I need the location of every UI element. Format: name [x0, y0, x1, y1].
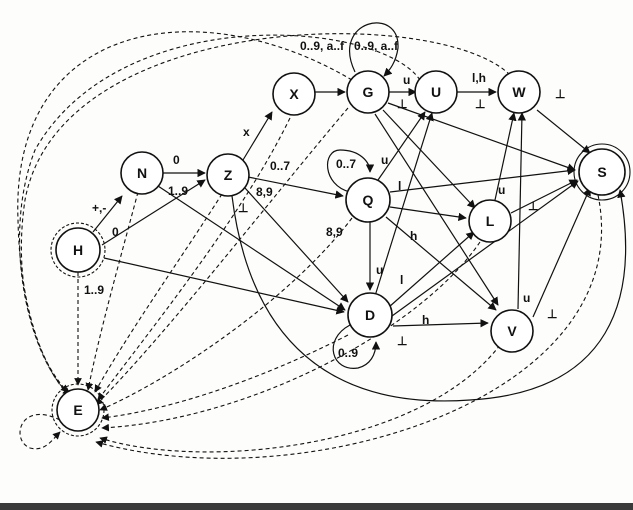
label-q-d-u: u — [376, 263, 383, 277]
label-z-e: ⊥ — [238, 201, 248, 215]
edge-q-q — [327, 149, 375, 193]
edge-n-d — [157, 185, 346, 311]
edge-l-s — [510, 179, 578, 214]
edge-z-q — [247, 176, 344, 199]
edge-h-z — [101, 179, 206, 246]
edge-v-w — [517, 112, 527, 310]
label-q-u: u — [381, 153, 388, 167]
edge-g-l — [382, 109, 476, 209]
label-h-n: +,- — [92, 201, 106, 215]
edge-g-g — [349, 22, 399, 77]
label-l-w: u — [498, 183, 505, 197]
label-n-z: 0 — [173, 153, 180, 167]
label-n-d: 1..9 — [168, 184, 188, 198]
edge-error-u — [19, 34, 421, 396]
state-d-label: D — [365, 307, 375, 323]
state-e-label: E — [73, 402, 82, 418]
state-nodes: H N Z X G U W S — [50, 70, 631, 437]
label-d-v: h — [422, 313, 429, 327]
label-z-d: 8,9 — [256, 185, 273, 199]
edge-d-u — [374, 112, 434, 297]
label-q-q: 0..7 — [336, 157, 356, 171]
edge-g-v — [374, 113, 499, 306]
label-u-bot: ⊥ — [475, 97, 485, 111]
label-g-g: 0..9, a..f — [354, 39, 399, 53]
label-z-x: x — [243, 125, 250, 139]
error-edges — [17, 31, 602, 459]
state-l-label: L — [486, 213, 495, 229]
state-n: N — [120, 151, 164, 195]
state-x: X — [272, 72, 316, 116]
label-q-s: l — [398, 179, 401, 193]
state-w: W — [497, 70, 541, 114]
state-z-label: Z — [224, 167, 233, 183]
edge-labels: +,- 0 1..9 0 1..9 x 0..7 8,9 ⊥ 0..9, a..… — [84, 39, 565, 360]
state-l: L — [468, 199, 512, 243]
edge-error-v — [99, 344, 501, 453]
edge-error-self — [19, 413, 61, 450]
edge-z-d — [244, 187, 349, 303]
edge-error-x — [97, 117, 291, 401]
label-d-bot: ⊥ — [397, 334, 407, 348]
edge-error-n — [85, 191, 139, 391]
edge-z-s — [231, 189, 627, 402]
state-n-label: N — [137, 165, 147, 181]
edge-error-q — [99, 217, 353, 411]
label-w-s: ⊥ — [555, 87, 565, 101]
state-g: G — [346, 70, 390, 114]
label-q-d-89: 8,9 — [326, 225, 343, 239]
label-u-w: l,h — [472, 71, 486, 85]
edge-d-s — [391, 180, 579, 317]
label-d-d: 0..9 — [338, 346, 358, 360]
state-q-label: Q — [363, 192, 374, 208]
transition-edges — [92, 22, 627, 402]
label-h-d: 1..9 — [84, 283, 104, 297]
state-d: D — [347, 292, 393, 338]
edge-error-d — [101, 334, 349, 422]
state-w-label: W — [512, 84, 526, 100]
edge-d-v — [392, 319, 489, 328]
edge-h-d — [103, 257, 345, 315]
state-h-label: H — [73, 242, 83, 258]
label-g-bot: ⊥ — [397, 97, 407, 111]
edge-error-g2 — [95, 107, 349, 406]
edge-d-d — [332, 324, 381, 369]
label-g-u: u — [403, 73, 410, 87]
state-s-label: S — [597, 164, 606, 180]
state-v-label: V — [507, 323, 517, 339]
edge-w-s — [536, 109, 591, 154]
edge-h-n — [92, 195, 123, 233]
state-q: Q — [345, 177, 391, 223]
label-x-g: 0..9, a..f — [300, 39, 345, 53]
state-u: U — [414, 70, 458, 114]
state-s: S — [573, 143, 631, 201]
label-d-l: l — [400, 273, 403, 287]
edge-l-w — [494, 112, 517, 201]
edge-q-s — [389, 166, 576, 193]
edge-error-z — [94, 193, 223, 393]
state-v: V — [490, 309, 534, 353]
edge-v-s — [532, 187, 591, 318]
edge-error-w — [20, 33, 511, 393]
edge-q-u — [377, 111, 426, 181]
label-v-w: u — [523, 291, 530, 305]
state-u-label: U — [431, 84, 441, 100]
label-q-h: h — [410, 229, 417, 243]
label-h-z: 0 — [112, 225, 119, 239]
state-e: E — [51, 383, 105, 437]
scan-edge — [0, 503, 633, 510]
state-g-label: G — [363, 84, 374, 100]
edge-q-v — [385, 216, 497, 311]
label-z-q: 0..7 — [270, 159, 290, 173]
state-z: Z — [206, 153, 250, 197]
edge-d-l — [388, 231, 475, 308]
label-l-s: ⊥ — [528, 199, 538, 213]
state-x-label: X — [289, 86, 299, 102]
edge-z-x — [242, 111, 273, 161]
state-h: H — [50, 222, 106, 278]
label-v-s: ⊥ — [547, 307, 557, 321]
edge-g-s — [387, 102, 576, 172]
